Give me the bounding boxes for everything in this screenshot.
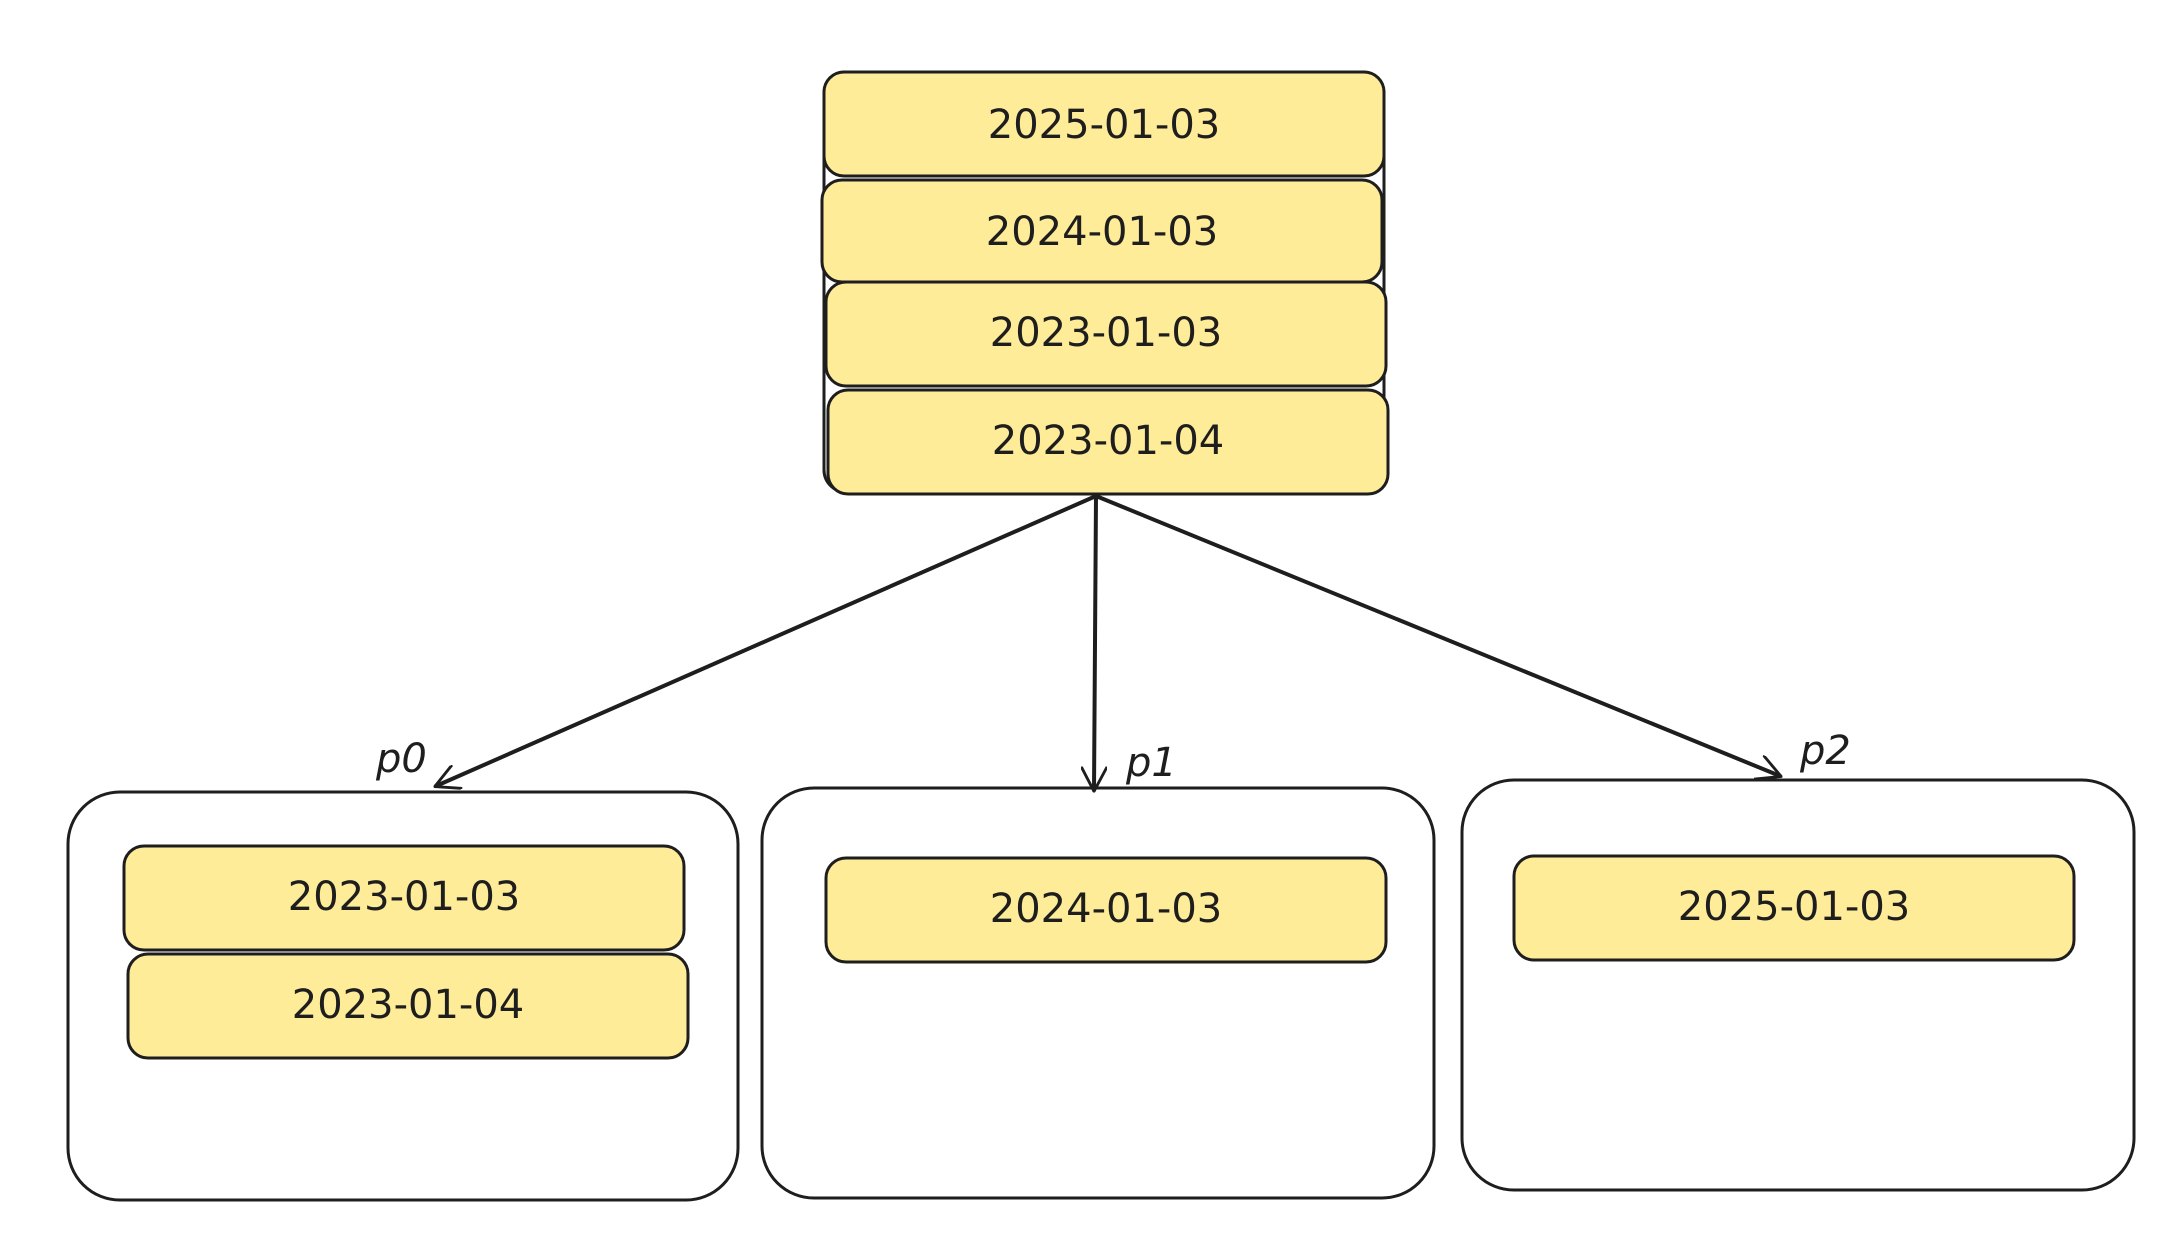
source-row-text: 2025-01-03 [988, 102, 1220, 148]
partition-row-box [1512, 854, 2076, 962]
source-row[interactable]: 2023-01-03 [824, 280, 1388, 388]
partition-row-text: 2025-01-03 [1678, 884, 1910, 930]
source-row-text: 2024-01-03 [986, 209, 1218, 255]
partition-row-box [824, 856, 1388, 964]
source-row-box [826, 388, 1390, 496]
partition-row[interactable]: 2023-01-04 [126, 952, 690, 1060]
partition-label: p0 [375, 736, 427, 782]
source-row-text: 2023-01-04 [992, 418, 1224, 464]
arrow-to-p0 [436, 494, 1098, 786]
source-row[interactable]: 2025-01-03 [822, 70, 1386, 178]
partition-row-box [122, 844, 686, 952]
partition-box [66, 790, 740, 1202]
partition-row-text: 2023-01-04 [292, 982, 524, 1028]
partition-row[interactable]: 2024-01-03 [824, 856, 1388, 964]
arrows [436, 494, 1780, 790]
partition-label: p1 [1125, 740, 1177, 786]
partition-box [1460, 778, 2136, 1192]
arrow-to-p2 [1094, 494, 1780, 776]
source-row-text: 2023-01-03 [990, 310, 1222, 356]
source-row-box [824, 280, 1388, 388]
partition-row-box [126, 952, 690, 1060]
arrow-to-p1 [1094, 494, 1096, 790]
partition-row[interactable]: 2023-01-03 [122, 844, 686, 952]
source-row[interactable]: 2023-01-04 [826, 388, 1390, 496]
partition-row-text: 2024-01-03 [990, 886, 1222, 932]
source-table: 2025-01-03 2024-01-03 2023-01-03 2023-01… [820, 70, 1390, 496]
partition-row[interactable]: 2025-01-03 [1512, 854, 2076, 962]
partition-p0: p0 2023-01-03 2023-01-04 [66, 736, 740, 1202]
partition-p2: p2 2025-01-03 [1460, 728, 2136, 1192]
source-row[interactable]: 2024-01-03 [820, 178, 1384, 284]
partition-label: p2 [1799, 728, 1851, 774]
partition-box [760, 786, 1436, 1200]
source-row-box [822, 70, 1386, 178]
partition-row-text: 2023-01-03 [288, 874, 520, 920]
partition-p1: p1 2024-01-03 [760, 740, 1436, 1200]
